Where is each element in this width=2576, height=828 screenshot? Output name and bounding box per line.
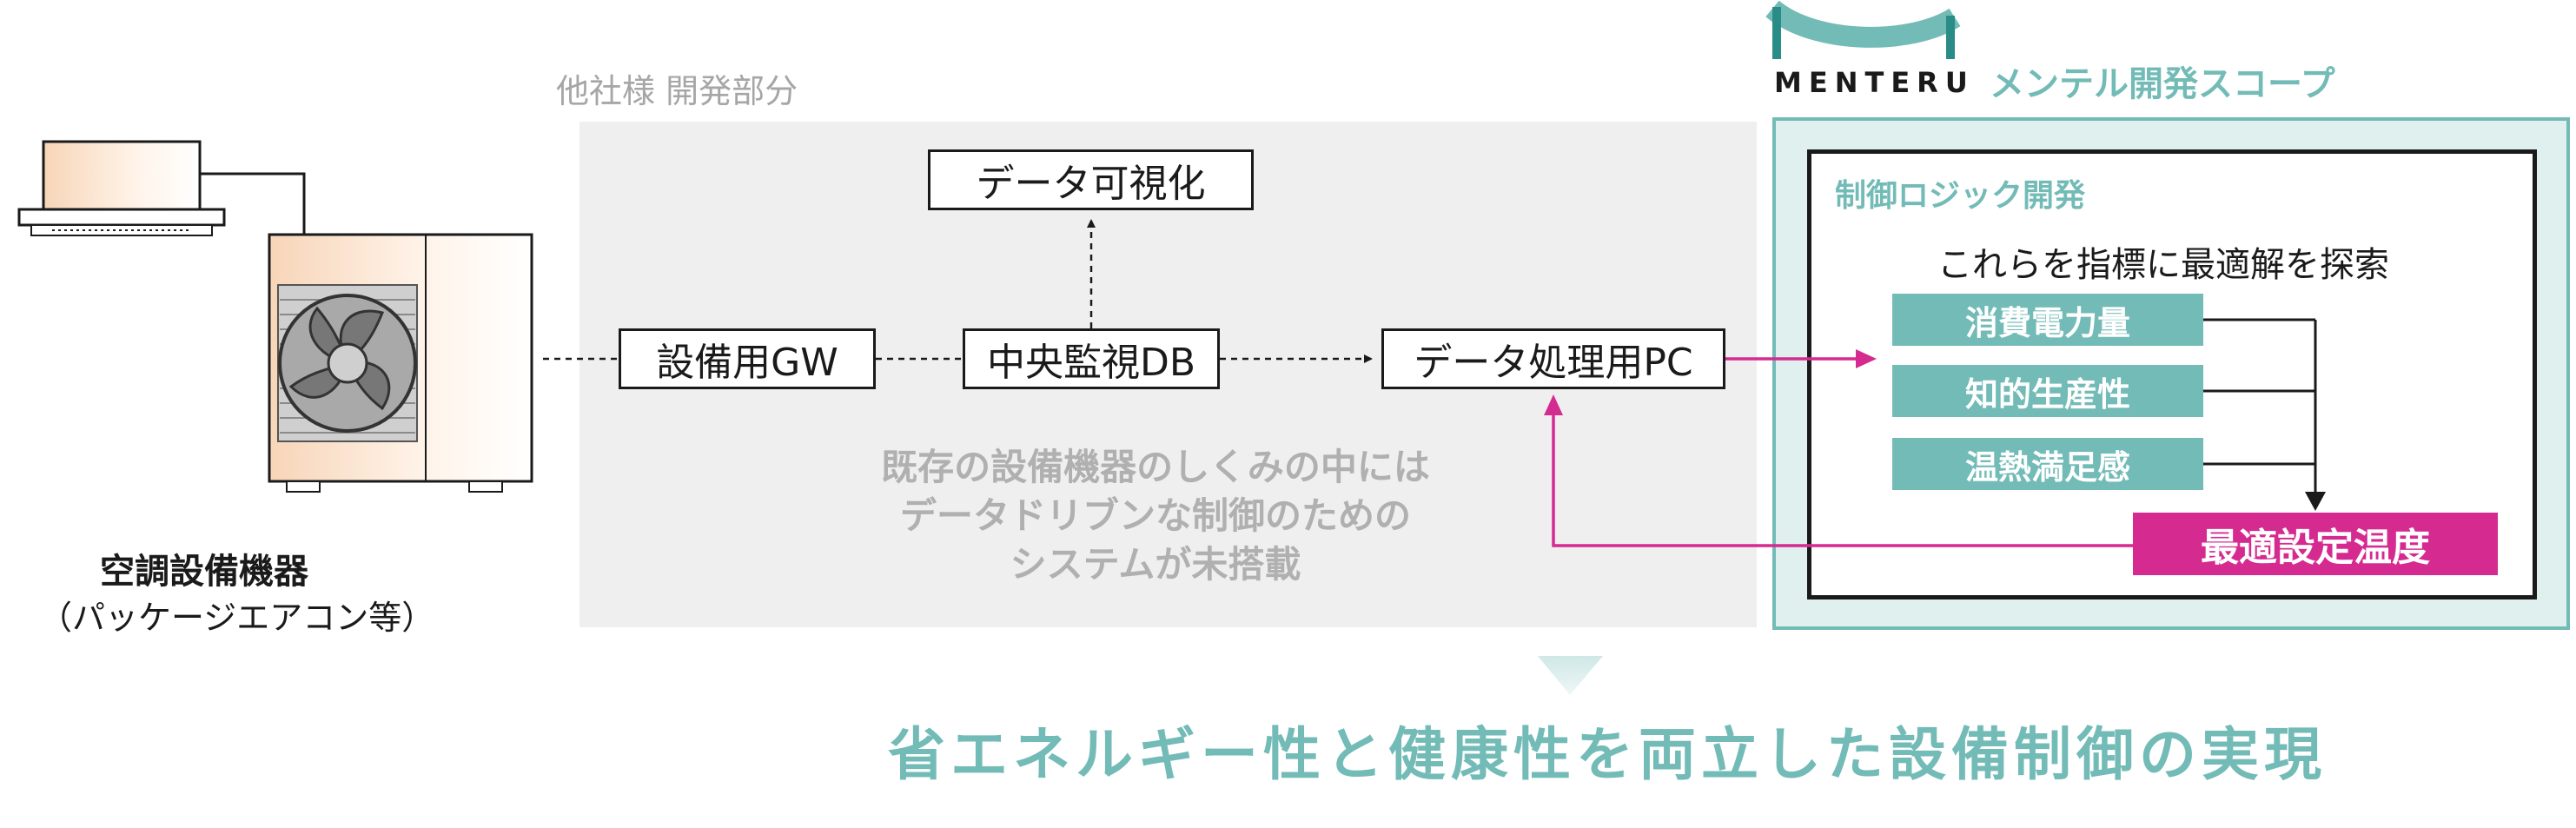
- note-line-2: データドリブンな制御のための: [899, 494, 1411, 537]
- equipment-gateway-box: 設備用GW: [619, 328, 876, 389]
- central-monitoring-db-box: 中央監視DB: [963, 328, 1220, 389]
- note-line-1: 既存の設備機器のしくみの中には: [881, 446, 1430, 488]
- data-processing-pc-box: データ処理用PC: [1381, 328, 1725, 389]
- air-conditioner-indoor-unit-icon: [17, 140, 226, 236]
- menteru-scope-title: メンテル開発スコープ: [1990, 64, 2335, 104]
- footer-title: 省エネルギー性と健康性を両立した設備制御の実現: [888, 721, 2327, 788]
- device-name: 空調設備機器: [100, 552, 308, 592]
- data-visualization-box: データ可視化: [928, 149, 1254, 210]
- metric-intellectual-productivity: 知的生産性: [1892, 365, 2203, 417]
- search-optimal-text: これらを指標に最適解を探索: [1937, 245, 2389, 285]
- device-subtitle: （パッケージエアコン等）: [39, 599, 435, 637]
- outdoor-unit-fan-icon: [268, 233, 533, 493]
- vendor-area-label: 他社様 開発部分: [556, 72, 798, 110]
- optimal-temperature-box: 最適設定温度: [2133, 513, 2498, 575]
- menteru-logo-arch-icon: [1765, 0, 1961, 59]
- control-logic-title: 制御ロジック開発: [1835, 178, 2086, 214]
- existing-system-note: 既存の設備機器のしくみの中には データドリブンな制御のための システムが未搭載: [765, 443, 1546, 589]
- menteru-brand-name: MENTERU: [1774, 66, 1975, 99]
- note-line-3: システムが未搭載: [1010, 543, 1301, 586]
- metric-power-consumption: 消費電力量: [1892, 294, 2203, 346]
- metric-thermal-satisfaction: 温熱満足感: [1892, 438, 2203, 490]
